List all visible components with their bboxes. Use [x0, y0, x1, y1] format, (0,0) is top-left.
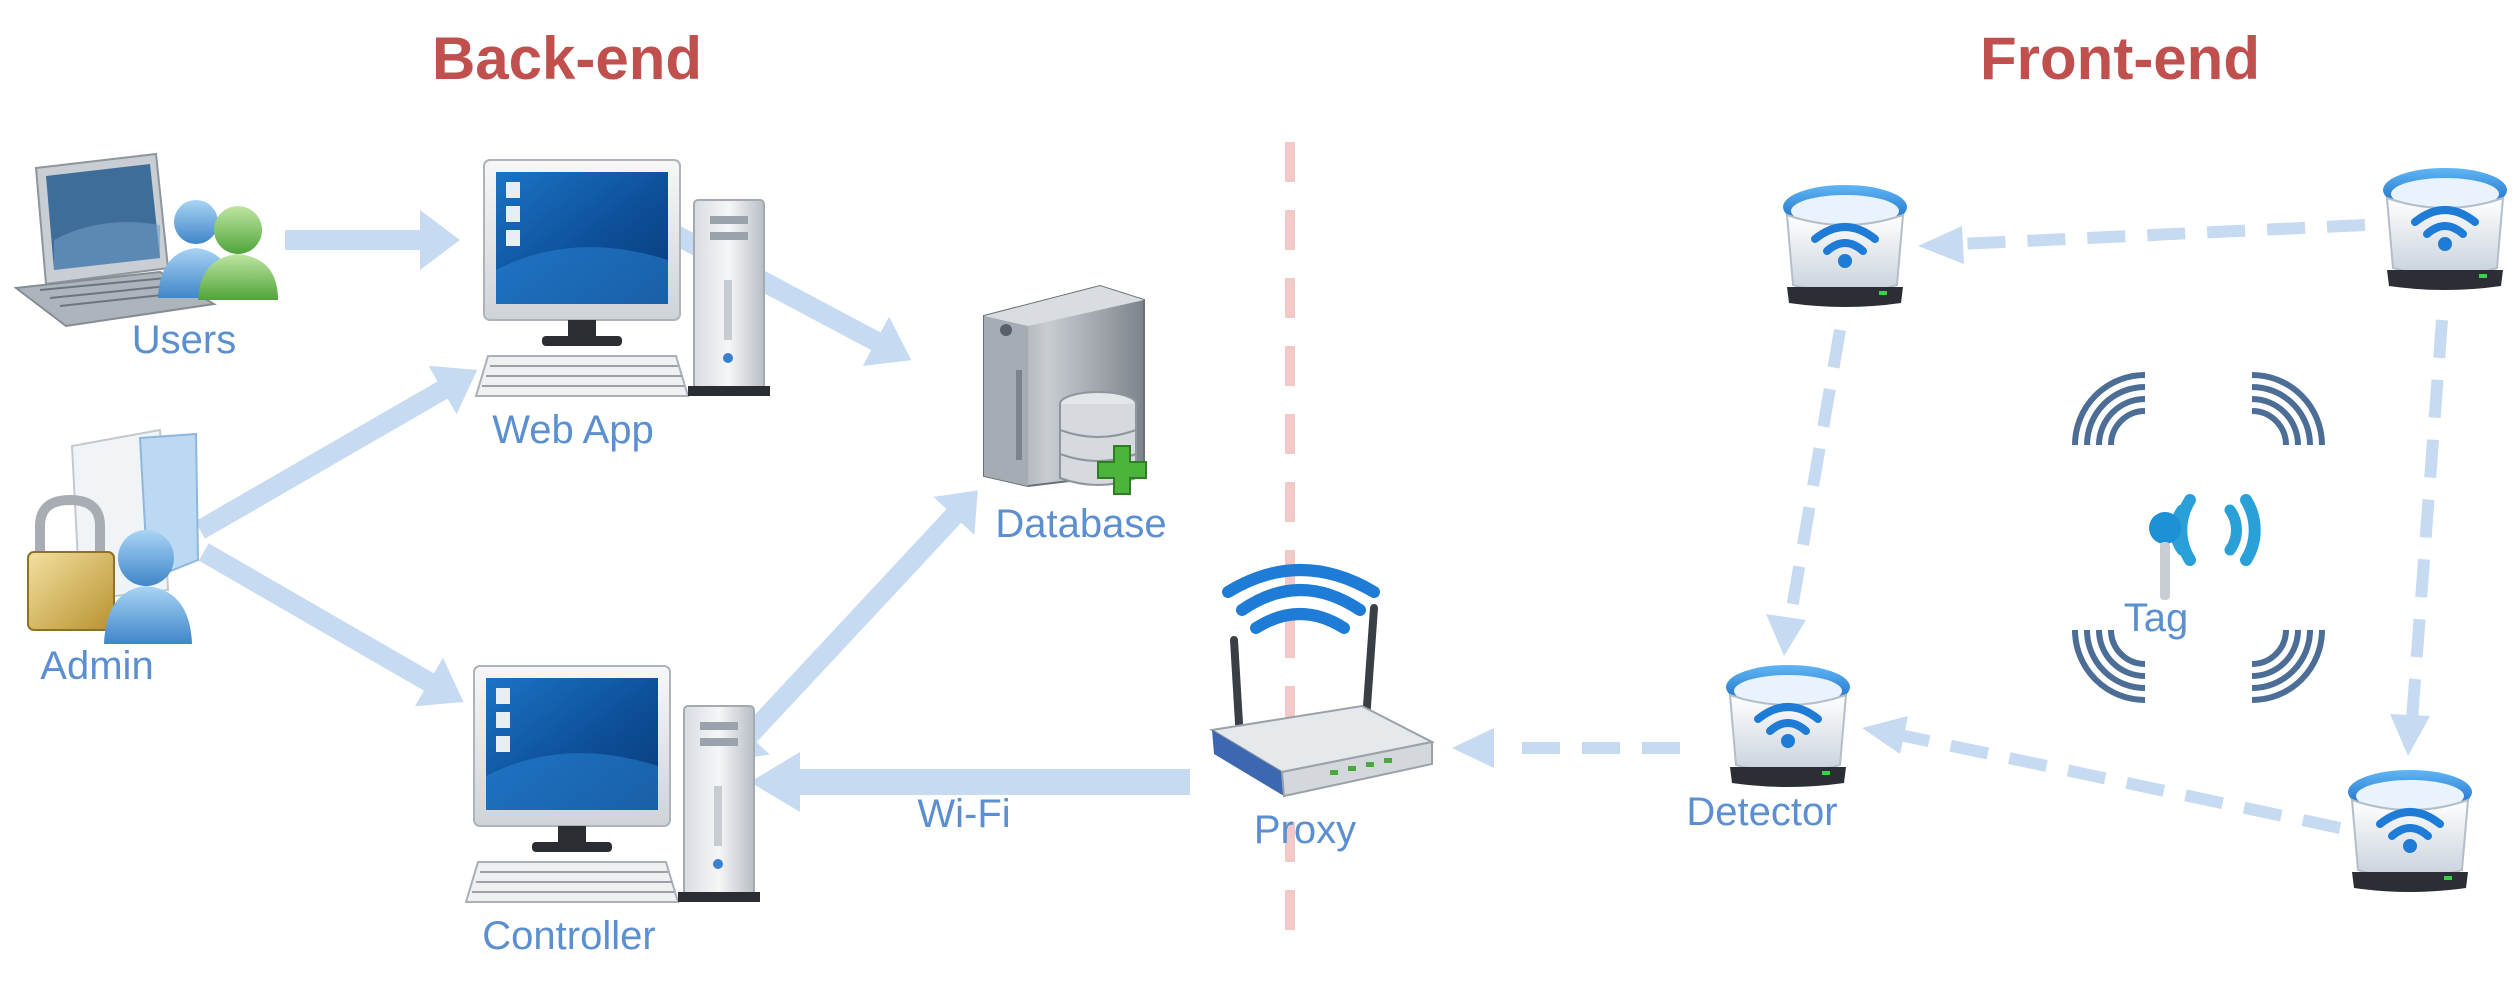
arrow-topleft-to-detector — [1784, 328, 1846, 622]
frontend-header: Front-end — [1980, 25, 2260, 92]
arrow-proxy-to-controller — [750, 752, 1190, 812]
controller-computer-icon — [465, 665, 761, 903]
arrow-topright-to-bottomright — [2406, 319, 2448, 721]
label-wifi: Wi-Fi — [917, 792, 1011, 836]
database-server-icon — [983, 284, 1147, 495]
label-database: Database — [995, 502, 1167, 546]
arrow-admin-to-controller — [198, 543, 464, 707]
users-icon — [158, 200, 278, 300]
detector-icon-topright — [2383, 168, 2507, 290]
detector-icon-topleft — [1783, 185, 1907, 307]
label-detector: Detector — [1686, 790, 1838, 834]
signal-waves — [2072, 372, 2325, 703]
detector-icon-bottomright — [2348, 770, 2472, 892]
label-proxy: Proxy — [1253, 808, 1357, 852]
label-users: Users — [131, 318, 237, 362]
frontend-arrowheads — [1452, 226, 2430, 768]
backend-header: Back-end — [431, 25, 703, 92]
admin-folder-lock-icon — [27, 428, 200, 644]
label-tag: Tag — [2123, 596, 2189, 640]
arrow-users-to-webapp — [285, 210, 460, 270]
arrow-topright-to-topleft — [1959, 219, 2366, 250]
arrow-controller-database — [725, 490, 978, 761]
tag-signal-icon — [2149, 494, 2261, 600]
arrow-admin-to-webapp — [195, 365, 478, 539]
label-controller: Controller — [482, 914, 656, 958]
label-admin: Admin — [40, 644, 154, 688]
webapp-computer-icon — [475, 159, 771, 397]
arrow-bottomright-to-detector — [1898, 729, 2342, 834]
frontend-arrows — [1510, 219, 2448, 834]
router-icon — [1209, 564, 1436, 798]
label-web-app: Web App — [492, 408, 654, 452]
detector-icon-center — [1726, 665, 1850, 787]
